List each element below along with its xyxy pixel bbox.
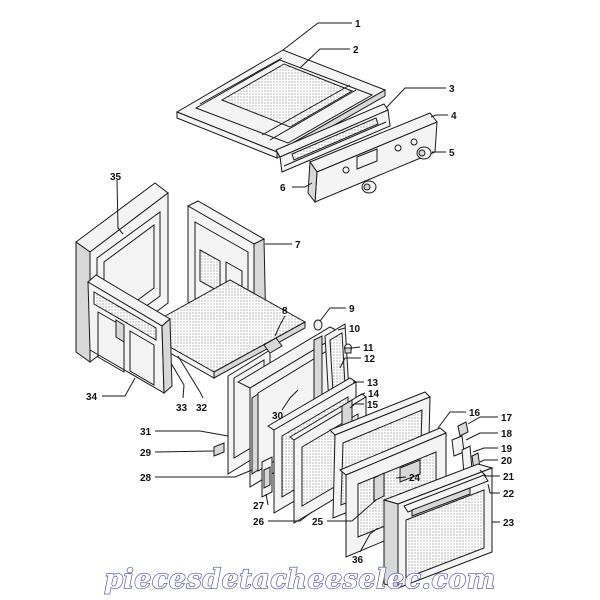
svg-text:12: 12 [364, 354, 376, 365]
callout-11: 11 [351, 343, 374, 354]
callout-18: 18 [465, 429, 513, 441]
callout-26: 26 [253, 511, 313, 528]
callout-24: 24 [395, 473, 421, 484]
callout-17: 17 [467, 413, 513, 425]
callout-14: 14 [357, 389, 380, 400]
callout-30: 30 [272, 389, 299, 422]
svg-text:28: 28 [140, 473, 152, 484]
svg-text:18: 18 [501, 429, 513, 440]
svg-text:9: 9 [349, 304, 355, 315]
top-panel [175, 49, 387, 159]
callout-22: 22 [487, 483, 515, 500]
callout-29: 29 [140, 448, 215, 459]
svg-text:31: 31 [140, 427, 152, 438]
callout-7: 7 [265, 240, 301, 251]
svg-text:26: 26 [253, 517, 265, 528]
svg-text:14: 14 [368, 389, 380, 400]
callout-28: 28 [140, 469, 253, 484]
callout-33: 33 [176, 384, 188, 414]
svg-text:25: 25 [312, 517, 324, 528]
svg-text:24: 24 [409, 473, 421, 484]
callout-3: 3 [385, 84, 455, 109]
callout-16: 16 [437, 408, 481, 429]
callout-15: 15 [349, 400, 379, 411]
control-knobs [361, 146, 432, 194]
svg-text:2: 2 [353, 45, 359, 56]
callout-32: 32 [196, 391, 208, 414]
callout-5: 5 [432, 148, 455, 159]
svg-text:7: 7 [295, 240, 301, 251]
svg-text:20: 20 [501, 456, 513, 467]
callout-10: 10 [337, 324, 361, 335]
callout-9: 9 [319, 304, 355, 322]
svg-text:22: 22 [503, 489, 515, 500]
svg-text:33: 33 [176, 403, 188, 414]
callout-36: 36 [352, 527, 379, 566]
svg-text:5: 5 [449, 148, 455, 159]
svg-text:29: 29 [140, 448, 152, 459]
svg-text:11: 11 [363, 343, 374, 354]
svg-text:23: 23 [503, 518, 515, 529]
svg-text:30: 30 [272, 411, 284, 422]
svg-text:8: 8 [282, 306, 288, 317]
watermark-text: piecesdetacheeselec.com [104, 564, 496, 595]
callout-1: 1 [282, 19, 361, 51]
callout-12: 12 [339, 354, 376, 369]
outer-door [382, 463, 494, 589]
svg-text:3: 3 [449, 84, 455, 95]
svg-text:10: 10 [349, 324, 361, 335]
svg-text:16: 16 [469, 408, 481, 419]
svg-text:35: 35 [110, 172, 122, 183]
door-hinges [213, 421, 481, 502]
control-panel-bracket [275, 103, 391, 173]
svg-text:4: 4 [451, 111, 457, 122]
svg-text:36: 36 [352, 555, 364, 566]
svg-text:21: 21 [503, 472, 515, 483]
callout-25: 25 [312, 499, 377, 528]
callout-31: 31 [140, 427, 229, 438]
callout-20: 20 [479, 456, 513, 467]
callout-27: 27 [253, 493, 269, 512]
callout-34: 34 [86, 377, 136, 403]
svg-text:19: 19 [501, 444, 513, 455]
front-frame [87, 274, 173, 395]
callout-2: 2 [299, 45, 359, 69]
svg-text:1: 1 [355, 19, 361, 30]
svg-text:32: 32 [196, 403, 208, 414]
callout-35: 35 [110, 172, 124, 235]
callout-6: 6 [280, 182, 313, 194]
svg-text:15: 15 [367, 400, 379, 411]
callout-13: 13 [353, 378, 379, 389]
svg-text:13: 13 [367, 378, 379, 389]
callout-23: 23 [492, 518, 515, 529]
svg-text:27: 27 [253, 501, 265, 512]
callout-19: 19 [472, 444, 513, 455]
control-panel-fascia [307, 112, 438, 204]
callout-4: 4 [430, 111, 457, 122]
svg-text:34: 34 [86, 392, 98, 403]
callout-21: 21 [479, 469, 515, 483]
svg-text:17: 17 [501, 413, 513, 424]
callout-8: 8 [274, 306, 288, 337]
svg-text:6: 6 [280, 183, 286, 194]
